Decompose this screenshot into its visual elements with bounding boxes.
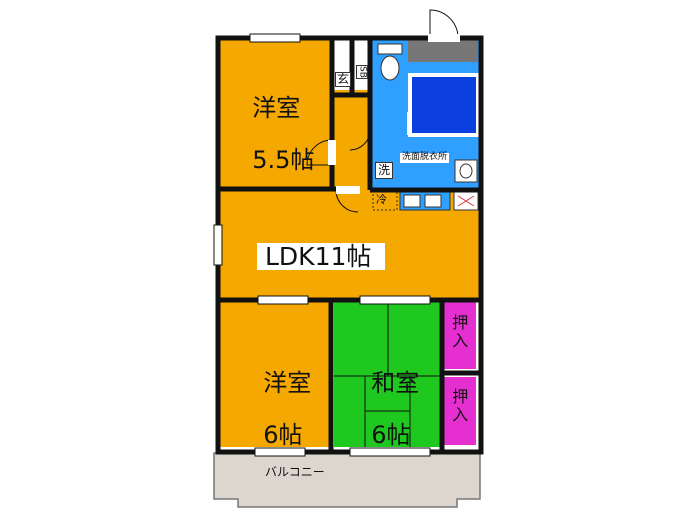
toilet-icon (377, 43, 403, 55)
entrance-label: 玄 (335, 72, 352, 87)
room-name: 和室 (371, 368, 420, 397)
western-room-top (220, 40, 332, 187)
western-room-bottom (220, 300, 330, 447)
closet-lower (443, 377, 476, 445)
room-size: 6帖 (371, 420, 411, 449)
wet-fixtures (377, 40, 480, 211)
balcony-area (213, 452, 481, 508)
door-openings (328, 34, 460, 194)
room-size: 6帖 (263, 420, 303, 449)
walls (215, 35, 484, 455)
closet-label-upper: 押入 (449, 314, 469, 350)
room-label-western-b: 洋室 6帖 (248, 345, 311, 449)
washer-label: 洗 (375, 162, 394, 179)
fridge-label: 冷 (376, 193, 387, 206)
room-label-japanese: 和室 6帖 (356, 345, 419, 449)
ldk-label: LDK11帖 (257, 243, 386, 270)
room-size: 5.5帖 (252, 145, 315, 174)
room-name: 洋室 (252, 93, 301, 122)
bathtub-icon (408, 73, 480, 137)
room-name: 洋室 (263, 368, 312, 397)
washroom-label: 洗面脱衣所 (400, 152, 450, 163)
closet-upper (443, 302, 476, 369)
closet-label-lower: 押入 (449, 388, 469, 424)
room-label-western-a: 洋室 5.5帖 (237, 70, 314, 174)
windows (213, 33, 431, 457)
shoe-box-label: SB (356, 65, 368, 79)
balcony-label: バルコニー (265, 465, 325, 479)
tatami-lines (334, 300, 442, 447)
hallway (332, 90, 370, 190)
